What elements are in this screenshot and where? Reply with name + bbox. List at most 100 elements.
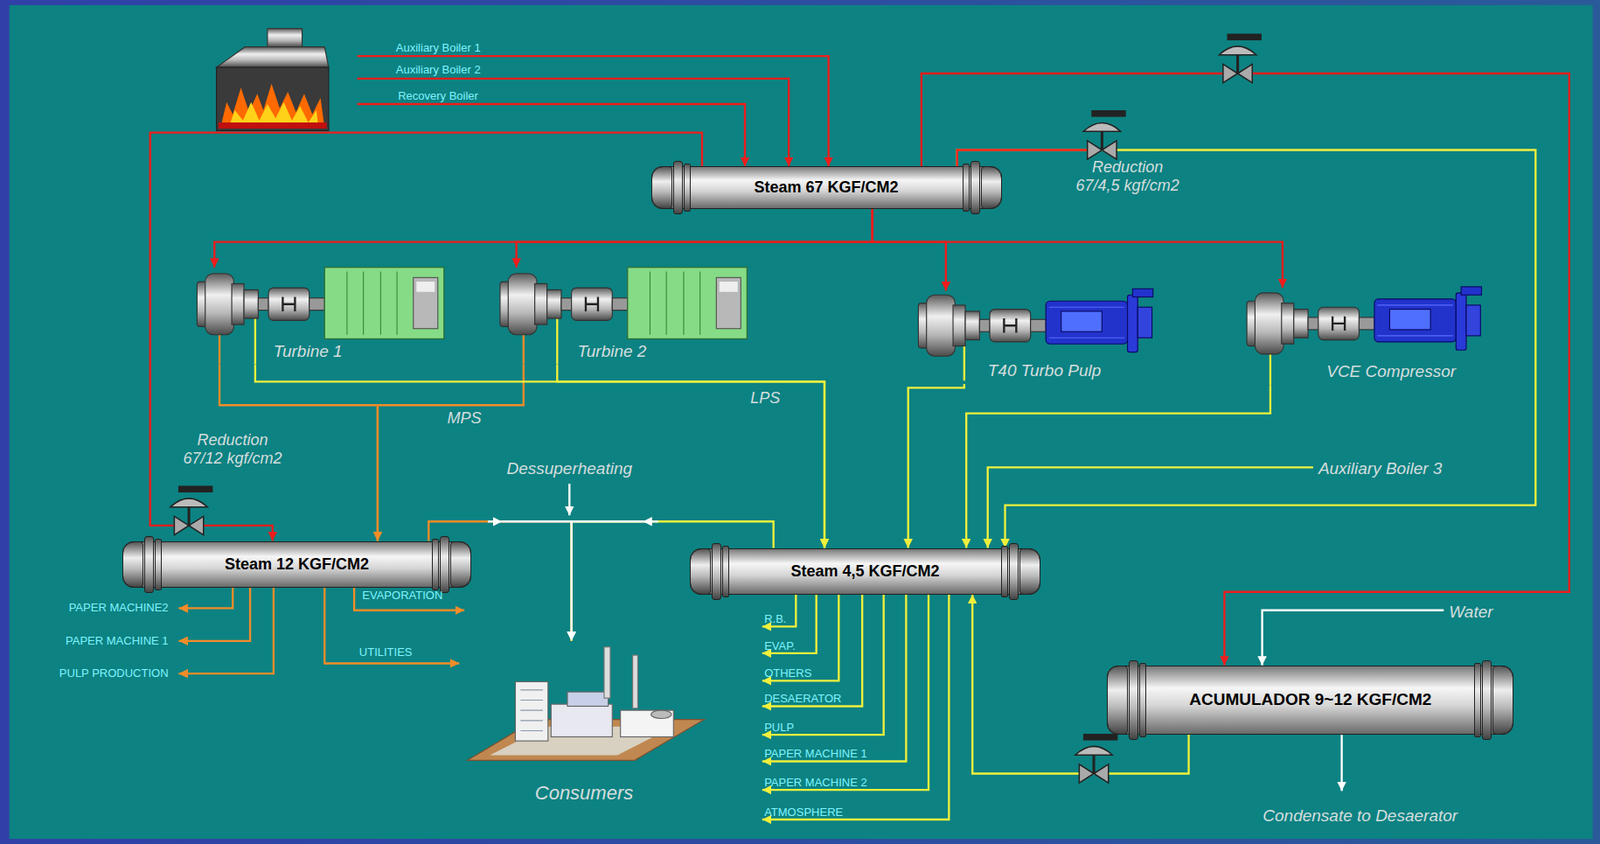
label-anchor: DESAERATOR — [764, 691, 842, 705]
pipe-flange — [122, 541, 144, 588]
node-title: VCE Compressor — [1326, 361, 1456, 382]
steam-header: Steam 12 KGF/CM2 — [122, 541, 472, 588]
steam-header: Steam 67 KGF/CM2 — [651, 166, 1002, 209]
pipe-flange — [689, 548, 711, 595]
steam-line — [377, 364, 524, 542]
pipe-flange — [154, 538, 162, 591]
turbine-unit: Turbine 2 — [498, 267, 754, 365]
pipe-flange — [980, 166, 1002, 209]
background-panel — [9, 5, 1594, 839]
flow-label: R.B. — [764, 612, 787, 626]
pipe-flange — [970, 160, 981, 215]
pipe-flange — [673, 160, 683, 215]
edge-label: Reduction 67/12 kgf/cm2 — [175, 431, 290, 468]
flow-label: EVAPORATION — [361, 588, 443, 602]
label-anchor: Reduction 67/4,5 kgf/cm2 — [1069, 158, 1187, 195]
node-title: Steam 12 KGF/CM2 — [224, 555, 369, 574]
flow-label: Water — [1448, 602, 1493, 622]
steam-line — [516, 208, 873, 268]
pipe-flange — [711, 542, 722, 600]
label-anchor: Auxiliary Boiler 2 — [396, 62, 481, 77]
pipe-flange — [683, 163, 691, 212]
flow-label: PAPER MACHINE 1 — [764, 746, 868, 760]
node-title: Consumers — [535, 781, 634, 805]
edge-label: Reduction 67/4,5 kgf/cm2 — [1069, 158, 1187, 195]
flow-label: ATMOSPHERE — [764, 805, 843, 819]
steam-line — [214, 208, 873, 268]
steam-line — [966, 384, 1271, 548]
steam-header: Steam 4,5 KGF/CM2 — [689, 548, 1041, 595]
label-anchor: PAPER MACHINE2 — [69, 600, 169, 614]
pipe-flange — [1019, 548, 1041, 595]
label-anchor: LPS — [750, 389, 780, 408]
steam-line — [872, 208, 947, 291]
label-anchor: PULP PRODUCTION — [59, 666, 169, 680]
steam-line — [921, 73, 1570, 666]
label-anchor: Dessuperheating — [506, 459, 633, 479]
boiler-feed-lines — [357, 55, 829, 167]
label-anchor: OTHERS — [764, 666, 812, 680]
pipe-flange — [1139, 662, 1147, 738]
flow-label: Auxiliary Boiler 1 — [396, 41, 481, 55]
valves — [170, 34, 1262, 784]
label-anchor: EVAP. — [764, 639, 796, 653]
consumer-plant — [467, 646, 705, 761]
node-title: ACUMULADOR 9~12 KGF/CM2 — [1189, 689, 1432, 710]
steam-line — [428, 521, 571, 641]
water-line — [1262, 610, 1445, 666]
flow-label: EVAP. — [764, 639, 796, 653]
flow-label: OTHERS — [764, 666, 812, 680]
turbine-unit: Turbine 1 — [194, 267, 450, 365]
flow-label: Condensate to Desaerator — [1262, 806, 1458, 826]
label-anchor: UTILITIES — [359, 645, 413, 659]
label-anchor: Water — [1448, 602, 1493, 622]
label-anchor: PULP — [764, 720, 794, 734]
furnace — [216, 28, 329, 132]
steam-accumulator: ACUMULADOR 9~12 KGF/CM2 — [1106, 665, 1514, 735]
node-title: Turbine 2 — [577, 341, 647, 362]
steam-line — [957, 150, 1537, 549]
steam-line — [908, 383, 965, 549]
label-anchor: ATMOSPHERE — [764, 805, 843, 819]
pipe-flange — [722, 545, 730, 598]
label-anchor: MPS — [447, 409, 482, 428]
pipe-flange — [439, 535, 450, 593]
flow-label: Dessuperheating — [506, 459, 633, 479]
node-title: T40 Turbo Pulp — [987, 361, 1102, 381]
node-title: Steam 67 KGF/CM2 — [754, 178, 899, 197]
turbine-unit: VCE Compressor — [1245, 287, 1513, 385]
pipe-flange — [431, 538, 439, 591]
flow-label: PAPER MACHINE 2 — [764, 775, 868, 789]
edge-label: MPS — [447, 409, 482, 428]
pipe-flange — [651, 166, 673, 209]
label-anchor: PAPER MACHINE 1 — [65, 633, 169, 647]
flow-label: Auxiliary Boiler 3 — [1318, 459, 1443, 479]
label-anchor: Recovery Boiler — [397, 89, 479, 103]
flow-label: Recovery Boiler — [397, 89, 479, 103]
flow-label: PULP — [764, 720, 794, 734]
pipe-flange — [1001, 545, 1009, 598]
aux-boiler-line — [987, 466, 1314, 548]
pipe-flange — [962, 163, 970, 212]
pipe-flange — [1474, 662, 1482, 738]
pipe-flange — [1492, 665, 1514, 735]
label-anchor: Auxiliary Boiler 3 — [1318, 459, 1443, 479]
node-title: Steam 4,5 KGF/CM2 — [790, 562, 940, 581]
flow-label: UTILITIES — [359, 645, 413, 659]
turbine-pictures — [196, 267, 1482, 357]
flow-label: Auxiliary Boiler 2 — [396, 62, 481, 77]
steam-line — [150, 132, 703, 542]
flow-label: DESAERATOR — [764, 691, 842, 705]
label-anchor: PAPER MACHINE 1 — [764, 746, 868, 760]
edge-label: LPS — [750, 389, 780, 408]
pipe-flange — [1008, 542, 1019, 600]
pipe-flange — [450, 541, 472, 588]
node-title: Turbine 1 — [273, 341, 343, 362]
label-anchor: R.B. — [764, 612, 787, 626]
label-anchor: Condensate to Desaerator — [1262, 806, 1458, 826]
label-anchor: Auxiliary Boiler 1 — [396, 41, 481, 55]
flow-label: PAPER MACHINE 1 — [65, 633, 169, 647]
